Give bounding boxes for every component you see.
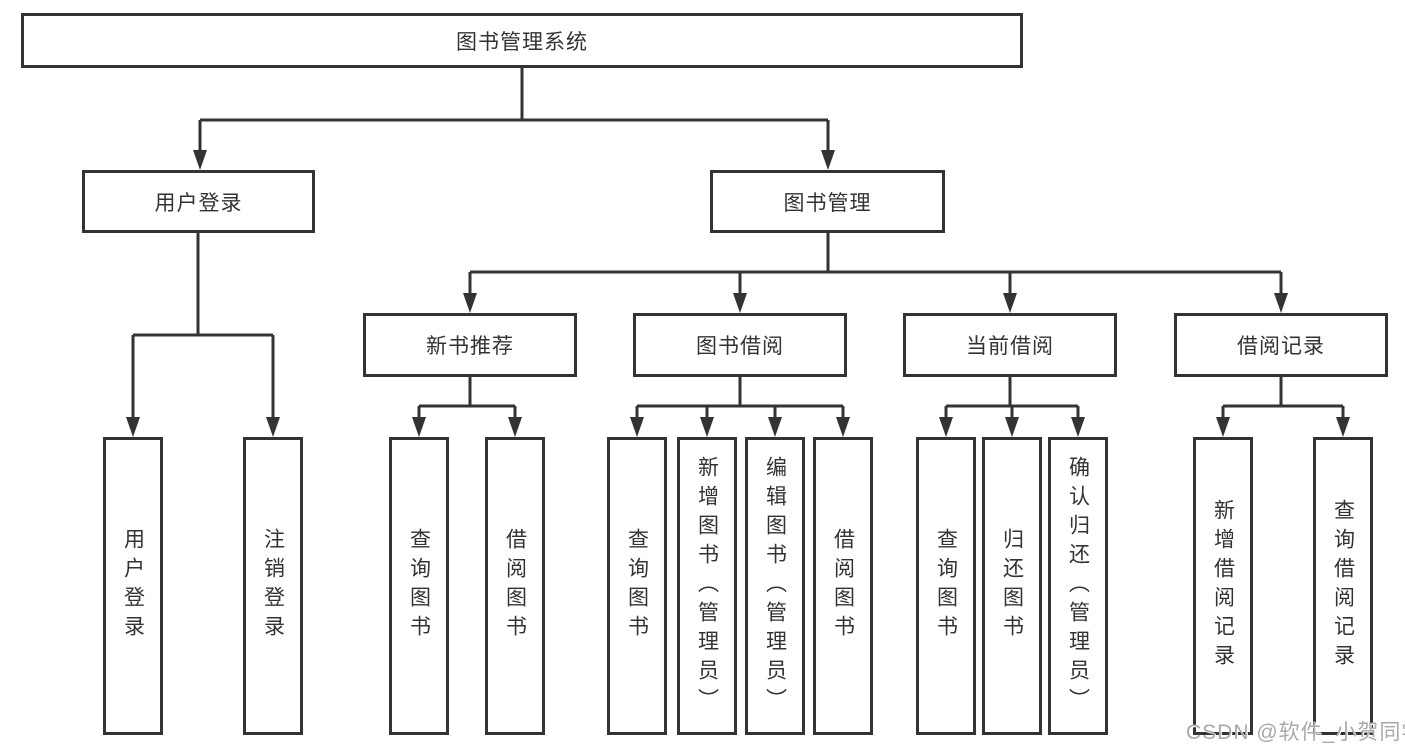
leaf-borrow-books-borrowing: 借阅图书 bbox=[813, 437, 873, 735]
node-user-login-label: 用户登录 bbox=[154, 191, 243, 215]
root-node-library-management-system: 图书管理系统 bbox=[21, 13, 1023, 68]
leaf-add-book-admin: 新增图书（管理员） bbox=[677, 437, 737, 735]
leaf-borrow-books-recommend-label: 借阅图书 bbox=[503, 528, 527, 644]
node-book-management-label: 图书管理 bbox=[783, 191, 872, 215]
node-book-management: 图书管理 bbox=[710, 170, 945, 233]
leaf-logout-label: 注销登录 bbox=[261, 528, 285, 644]
leaf-return-book: 归还图书 bbox=[982, 437, 1042, 735]
leaf-borrow-books-borrowing-label: 借阅图书 bbox=[831, 528, 855, 644]
leaf-edit-book-admin: 编辑图书（管理员） bbox=[745, 437, 805, 735]
leaf-user-login-label: 用户登录 bbox=[121, 528, 145, 644]
leaf-query-books-recommend: 查询图书 bbox=[389, 437, 449, 735]
leaf-query-borrow-record-label: 查询借阅记录 bbox=[1331, 499, 1355, 673]
leaf-query-books-borrowing-label: 查询图书 bbox=[625, 528, 649, 644]
leaf-borrow-books-recommend: 借阅图书 bbox=[485, 437, 545, 735]
leaf-query-borrow-record: 查询借阅记录 bbox=[1313, 437, 1373, 735]
leaf-return-book-label: 归还图书 bbox=[1000, 528, 1024, 644]
node-new-book-recommendation-label: 新书推荐 bbox=[426, 335, 514, 358]
leaf-edit-book-admin-label: 编辑图书（管理员） bbox=[763, 455, 787, 717]
leaf-query-books-recommend-label: 查询图书 bbox=[407, 528, 431, 644]
node-user-login: 用户登录 bbox=[82, 170, 315, 233]
root-node-label: 图书管理系统 bbox=[456, 30, 588, 54]
leaf-user-login: 用户登录 bbox=[103, 437, 163, 735]
leaf-confirm-return-admin-label: 确认归还（管理员） bbox=[1066, 455, 1090, 717]
node-current-borrowing-label: 当前借阅 bbox=[966, 335, 1054, 358]
leaf-confirm-return-admin: 确认归还（管理员） bbox=[1048, 437, 1108, 735]
node-book-borrowing-label: 图书借阅 bbox=[696, 335, 784, 358]
node-new-book-recommendation: 新书推荐 bbox=[363, 313, 577, 377]
leaf-add-borrow-record: 新增借阅记录 bbox=[1193, 437, 1253, 735]
leaf-logout: 注销登录 bbox=[243, 437, 303, 735]
leaf-add-borrow-record-label: 新增借阅记录 bbox=[1211, 499, 1235, 673]
leaf-query-books-current-label: 查询图书 bbox=[934, 528, 958, 644]
node-borrowing-records-label: 借阅记录 bbox=[1237, 335, 1325, 358]
node-book-borrowing: 图书借阅 bbox=[633, 313, 847, 377]
leaf-query-books-current: 查询图书 bbox=[916, 437, 976, 735]
csdn-watermark: CSDN @软件_小贺同学 bbox=[1186, 721, 1405, 744]
leaf-query-books-borrowing: 查询图书 bbox=[607, 437, 667, 735]
node-borrowing-records: 借阅记录 bbox=[1174, 313, 1388, 377]
leaf-add-book-admin-label: 新增图书（管理员） bbox=[695, 455, 719, 717]
node-current-borrowing: 当前借阅 bbox=[903, 313, 1117, 377]
